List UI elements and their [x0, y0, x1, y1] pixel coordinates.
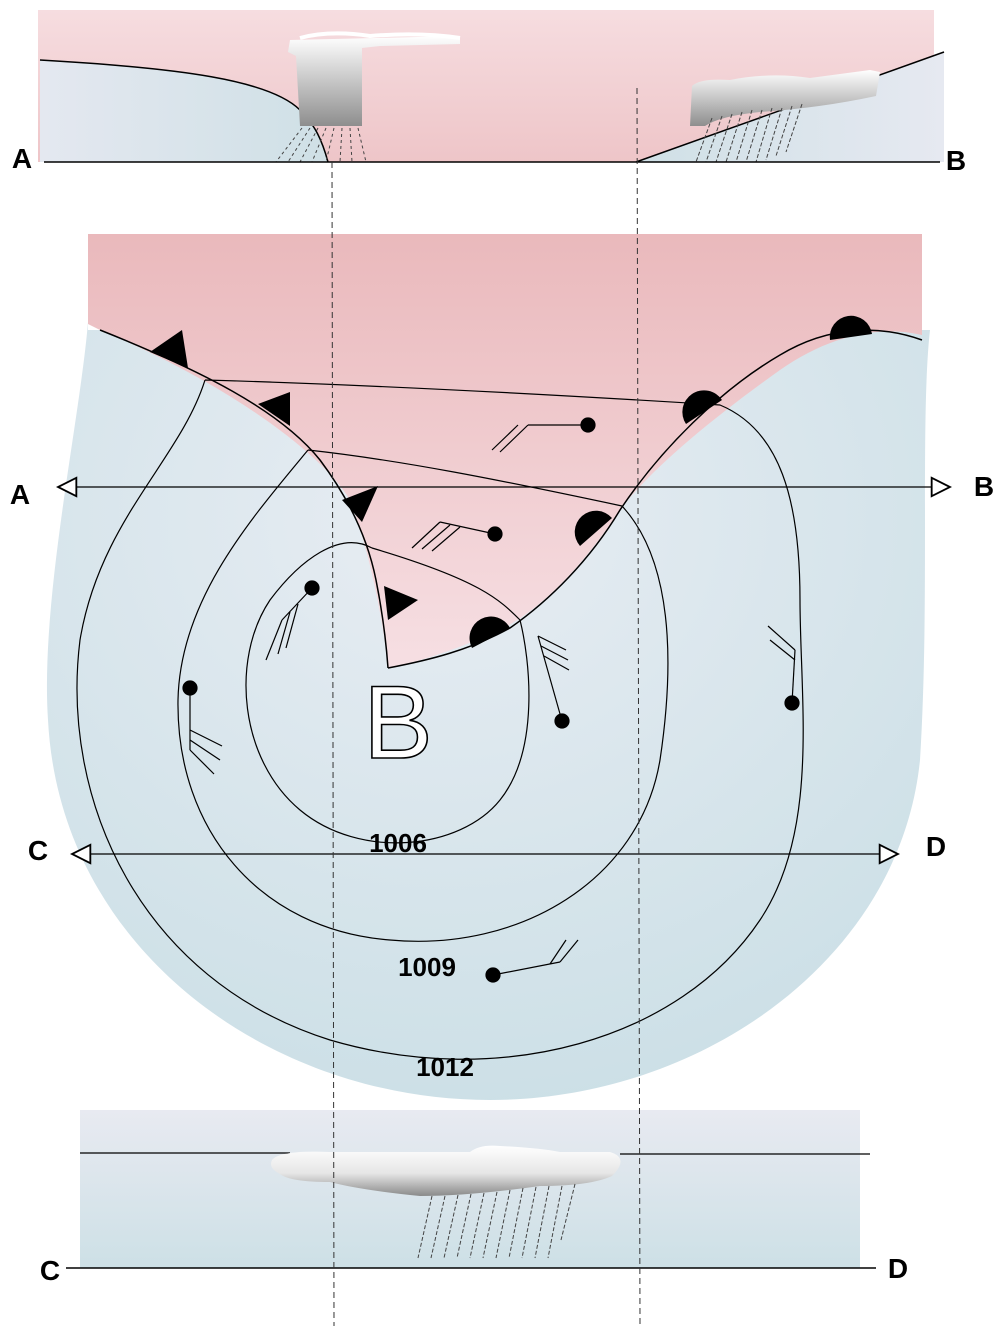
- isobar-1009: [177, 449, 669, 942]
- section-label-b-map: B: [974, 471, 994, 502]
- wind-barb: [491, 417, 596, 453]
- wind-barb: [411, 521, 503, 552]
- showers-cold-front: [275, 127, 367, 163]
- wind-barb: [767, 625, 800, 711]
- wind-barb: [265, 580, 320, 661]
- vertical-guides: [331, 87, 641, 1326]
- guide-line-cold-front: [331, 161, 335, 1326]
- low-pressure-label: B: [363, 665, 432, 781]
- synoptic-map: A B C D B 1006 1009 1012: [10, 234, 994, 1100]
- cross-section-ab: A B: [12, 10, 966, 176]
- cold-air-wedge-left: [40, 60, 328, 162]
- section-label-d-bottom: D: [888, 1253, 908, 1284]
- warm-front-semicircles: [469, 315, 872, 648]
- warm-sector: [88, 234, 922, 668]
- section-label-c-bottom: C: [40, 1255, 60, 1286]
- rain-warm-front: [695, 103, 803, 163]
- cumulonimbus-cloud: [288, 31, 461, 126]
- section-label-a-top: A: [12, 143, 32, 174]
- rain-occlusion: [417, 1183, 576, 1259]
- cold-air-region: [46, 322, 931, 1100]
- isobar-label-1009: 1009: [398, 952, 456, 982]
- isobar-1006: [245, 542, 530, 844]
- nimbostratus-cloud: [690, 70, 880, 126]
- cold-front-surface-line: [39, 59, 329, 163]
- wind-barb: [182, 680, 223, 775]
- wind-barb: [537, 635, 570, 729]
- isobar-label-1006: 1006: [369, 828, 427, 858]
- isobar-label-1012: 1012: [416, 1052, 474, 1082]
- guide-line-warm-front: [636, 87, 641, 1326]
- wind-barb: [485, 939, 579, 983]
- section-label-d-map: D: [926, 831, 946, 862]
- section-label-b-top: B: [946, 145, 966, 176]
- section-label-c-map: C: [28, 835, 48, 866]
- wind-barbs: [182, 417, 800, 983]
- section-label-a-map: A: [10, 479, 30, 510]
- occluded-front-cloud: [271, 1145, 621, 1196]
- isobar-1012: [76, 379, 804, 1060]
- cross-section-cd: C D: [40, 1110, 908, 1286]
